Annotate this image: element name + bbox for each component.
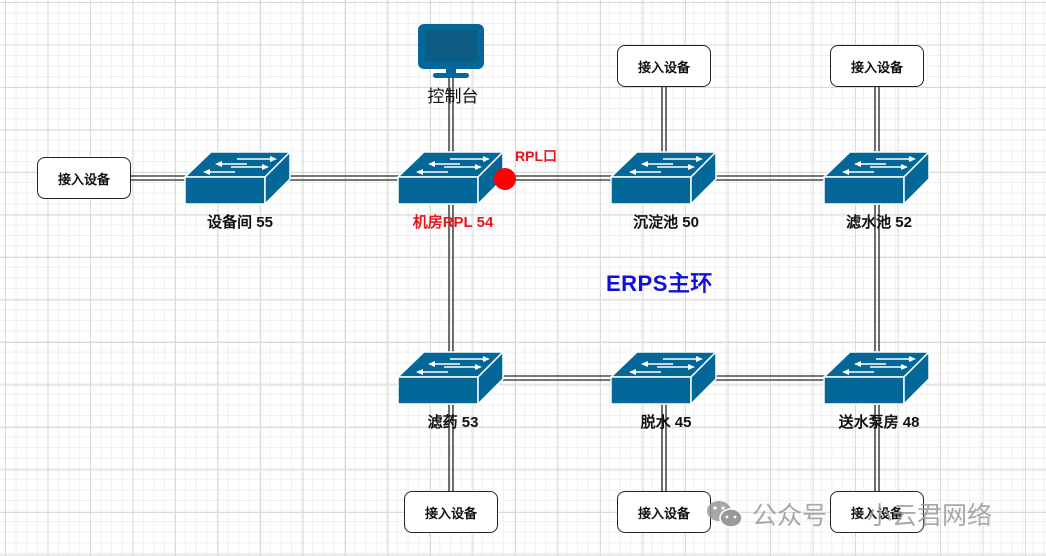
watermark-name: 小云君网络 (867, 502, 993, 530)
switch-label: 送水泵房 48 (838, 414, 920, 431)
switch-icon[interactable] (396, 150, 505, 206)
watermark: 公众号 小云君网络 (706, 496, 992, 532)
switch-arrows-icon (416, 356, 490, 375)
link-sw52-sw48 (874, 178, 880, 378)
switch-label: 滤水池 52 (846, 214, 912, 231)
switch-arrows-icon (842, 356, 916, 375)
access-device-box[interactable]: 接入设备 (830, 491, 924, 533)
switch-arrows-icon (203, 156, 277, 175)
switch-icon[interactable] (822, 150, 931, 206)
monitor-icon[interactable] (418, 24, 484, 78)
switch-arrows-icon (842, 156, 916, 175)
access-device-label: 接入设备 (424, 505, 477, 521)
switch-arrows-icon (416, 156, 490, 175)
switch-icon[interactable] (609, 350, 718, 406)
rpl-port-label: RPL口 (515, 148, 557, 164)
access-device-box[interactable]: 接入设备 (830, 45, 924, 87)
link-sw53-sw54 (448, 178, 454, 378)
switch-label: 机房RPL 54 (412, 214, 494, 231)
access-device-label: 接入设备 (637, 505, 690, 521)
switch-label: 滤药 53 (427, 414, 479, 431)
switch-icon[interactable] (822, 350, 931, 406)
access-device-label: 接入设备 (57, 171, 110, 187)
wechat-icon (707, 501, 743, 528)
access-device-box[interactable]: 接入设备 (617, 491, 711, 533)
watermark-prefix: 公众号 (752, 502, 828, 530)
switch-icon[interactable] (396, 350, 505, 406)
access-device-label: 接入设备 (850, 505, 903, 521)
switch-label: 脱水 45 (640, 414, 692, 431)
access-device-label: 接入设备 (637, 59, 690, 75)
switch-icon[interactable] (183, 150, 292, 206)
rpl-port-marker[interactable] (494, 168, 516, 190)
ring-title: ERPS主环 (606, 271, 713, 296)
switch-arrows-icon (629, 156, 703, 175)
switch-label: 设备间 55 (207, 214, 273, 231)
access-device-box[interactable]: 接入设备 (37, 157, 131, 199)
console-label: 控制台 (427, 87, 479, 106)
switch-label: 沉淀池 50 (633, 214, 699, 231)
nodes-layer (183, 24, 931, 406)
access-device-box[interactable]: 接入设备 (617, 45, 711, 87)
switch-arrows-icon (629, 356, 703, 375)
access-device-label: 接入设备 (850, 59, 903, 75)
switch-icon[interactable] (609, 150, 718, 206)
links-layer (84, 50, 880, 512)
access-device-box[interactable]: 接入设备 (404, 491, 498, 533)
